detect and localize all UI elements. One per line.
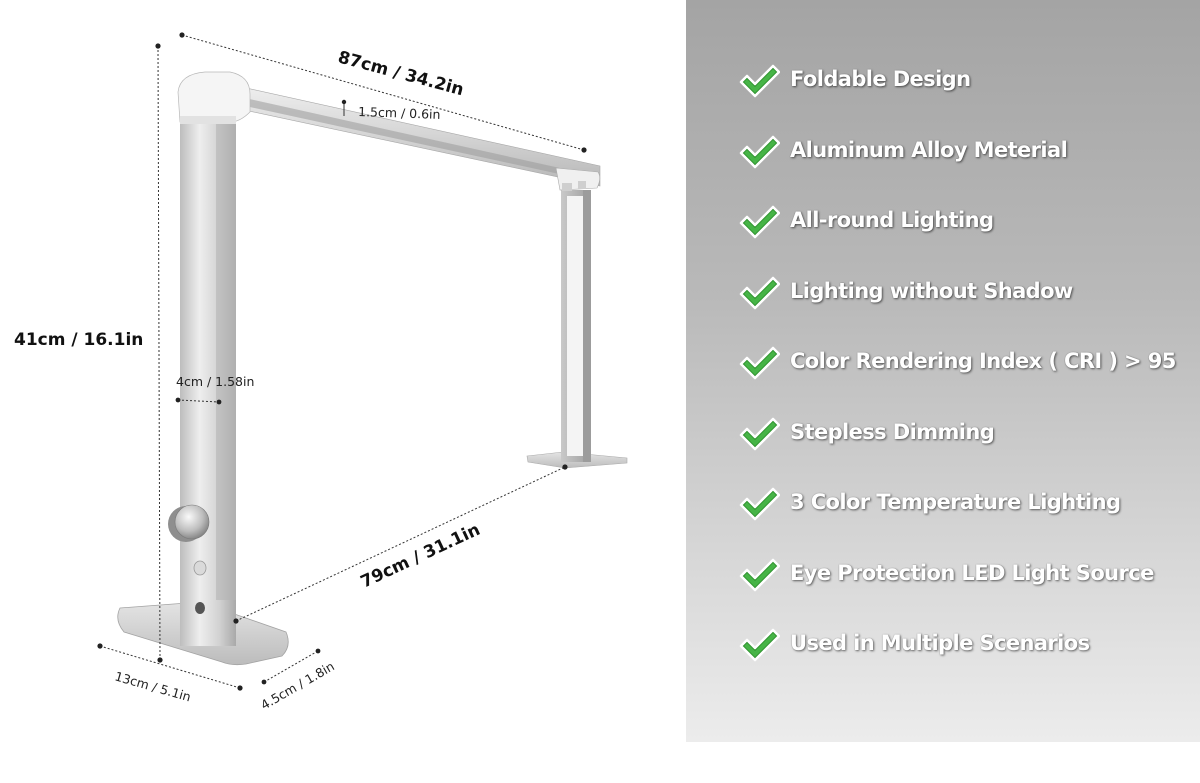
- feature-label: Color Rendering Index ( CRI ) > 95: [790, 349, 1176, 373]
- feature-label: Used in Multiple Scenarios: [790, 631, 1090, 655]
- feature-item-6: Stepless Dimming: [738, 415, 1176, 486]
- feature-label: Lighting without Shadow: [790, 278, 1073, 303]
- feature-item-7: 3 Color Temperature Lighting: [738, 485, 1176, 556]
- check-icon: [739, 205, 780, 239]
- base-length-label: 13cm / 5.1in: [113, 668, 192, 704]
- feature-label: Foldable Design: [790, 67, 971, 91]
- top-length-label: 87cm / 34.2in: [336, 48, 466, 101]
- bar-thickness-label: 1.5cm / 0.6in: [358, 104, 441, 122]
- check-icon: [739, 558, 780, 591]
- feature-item-2: Aluminum Alloy Meterial: [738, 133, 1176, 204]
- lamp-illustration: 87cm / 34.2in 1.5cm / 0.6in 41cm / 16.1i…: [14, 32, 628, 713]
- feature-item-1: Foldable Design: [738, 62, 1176, 133]
- feature-label: Aluminum Alloy Meterial: [790, 137, 1068, 162]
- feature-item-4: Lighting without Shadow: [738, 274, 1176, 345]
- feature-item-3: All-round Lighting: [738, 203, 1176, 274]
- check-icon: [739, 628, 780, 662]
- check-icon: [739, 135, 780, 168]
- right-leg: [526, 190, 628, 469]
- feature-label: Stepless Dimming: [790, 419, 995, 444]
- feature-item-9: Used in Multiple Scenarios: [738, 626, 1176, 697]
- check-icon: [739, 417, 780, 450]
- feature-label: 3 Color Temperature Lighting: [790, 490, 1121, 514]
- left-pole: [117, 71, 289, 666]
- pole-width-label: 4cm / 1.58in: [176, 374, 254, 389]
- feature-panel: Foldable Design Aluminum Alloy Meterial …: [686, 0, 1200, 742]
- dimension-lines: [99, 34, 585, 689]
- base-span-label: 79cm / 31.1in: [358, 520, 484, 593]
- feature-list: Foldable Design Aluminum Alloy Meterial …: [738, 62, 1176, 697]
- feature-item-8: Eye Protection LED Light Source: [738, 556, 1176, 627]
- feature-label: All-round Lighting: [790, 208, 994, 232]
- dimension-endpoints: [97, 32, 587, 691]
- base-width-label: 4.5cm / 1.8in: [258, 658, 337, 712]
- check-icon: [739, 346, 780, 380]
- height-label: 41cm / 16.1in: [14, 330, 143, 350]
- check-icon: [739, 487, 780, 521]
- feature-item-5: Color Rendering Index ( CRI ) > 95: [738, 344, 1176, 415]
- feature-label: Eye Protection LED Light Source: [790, 560, 1154, 585]
- lamp-dimension-diagram: 87cm / 34.2in 1.5cm / 0.6in 41cm / 16.1i…: [14, 32, 628, 713]
- check-icon: [739, 64, 780, 98]
- top-bar: [209, 79, 601, 191]
- check-icon: [739, 276, 780, 309]
